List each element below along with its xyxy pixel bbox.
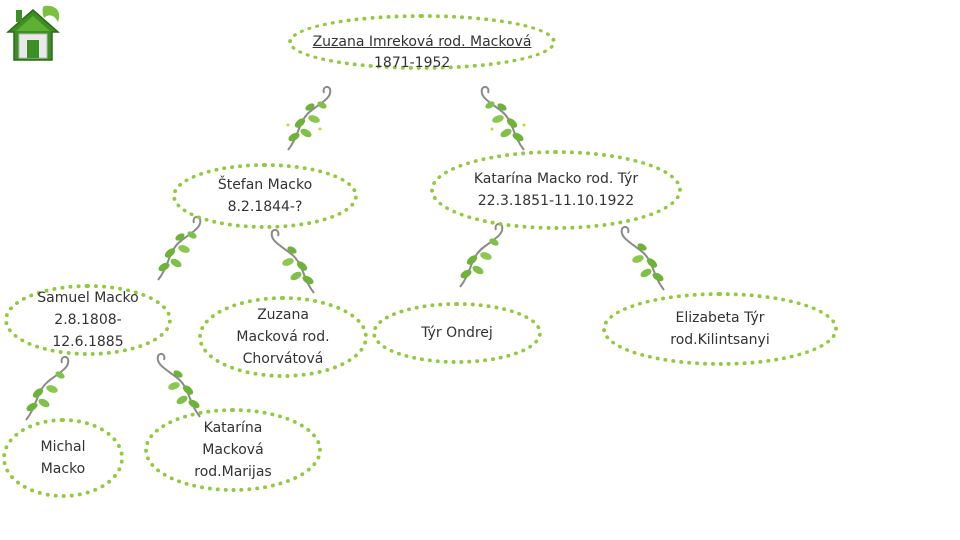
samuel-death: 12.6.1885	[52, 334, 124, 350]
father-node[interactable]: Štefan Macko 8.2.1844-?	[172, 163, 358, 229]
zuzana-ch-line3: Chorvátová	[242, 351, 324, 367]
tyr-ondrej-name: Týr Ondrej	[421, 325, 493, 341]
michal-line1: Michal	[40, 439, 86, 455]
great-grandfather-michal-node[interactable]: Michal Macko	[2, 418, 124, 498]
zuzana-ch-line2: Macková rod.	[236, 329, 330, 345]
father-dates: 8.2.1844-?	[227, 199, 303, 215]
root-person-name[interactable]: Zuzana Imreková rod. Macková	[312, 34, 532, 50]
vine-icon	[25, 355, 70, 421]
grandfather-tyr-node[interactable]: Týr Ondrej	[372, 302, 542, 364]
grandfather-samuel-node[interactable]: Samuel Macko 2.8.1808- 12.6.1885	[4, 284, 172, 356]
root-person-node[interactable]: Zuzana Imreková rod. Macková	[288, 14, 556, 70]
katarina-m-line2: Macková	[202, 442, 264, 458]
vine-icon	[270, 228, 315, 294]
elizabeta-maiden: rod.Kilintsanyi	[670, 332, 770, 348]
vine-icon	[480, 85, 526, 151]
mother-name: Katarína Macko rod. Týr	[473, 171, 639, 187]
vine-icon	[459, 222, 504, 288]
elizabeta-name: Elizabeta Týr	[675, 310, 765, 326]
zuzana-ch-line1: Zuzana	[257, 307, 309, 323]
katarina-m-line3: rod.Marijas	[194, 464, 272, 480]
mother-dates: 22.3.1851-11.10.1922	[477, 193, 635, 209]
samuel-name: Samuel Macko	[37, 290, 139, 306]
vine-icon	[286, 85, 332, 151]
grandmother-zuzana-node[interactable]: Zuzana Macková rod. Chorvátová	[198, 296, 368, 378]
samuel-birth: 2.8.1808-	[54, 312, 122, 328]
great-grandmother-katarina-node[interactable]: Katarína Macková rod.Marijas	[144, 408, 322, 492]
vine-icon	[157, 215, 202, 281]
michal-line2: Macko	[40, 461, 86, 477]
home-icon[interactable]	[4, 4, 62, 64]
vine-icon	[620, 225, 665, 291]
father-name: Štefan Macko	[217, 177, 313, 193]
vine-icon	[156, 352, 201, 418]
katarina-m-line1: Katarína	[203, 420, 263, 436]
grandmother-elizabeta-node[interactable]: Elizabeta Týr rod.Kilintsanyi	[602, 292, 838, 366]
mother-node[interactable]: Katarína Macko rod. Týr 22.3.1851-11.10.…	[430, 150, 682, 230]
root-person-dates: 1871-1952	[374, 55, 451, 71]
